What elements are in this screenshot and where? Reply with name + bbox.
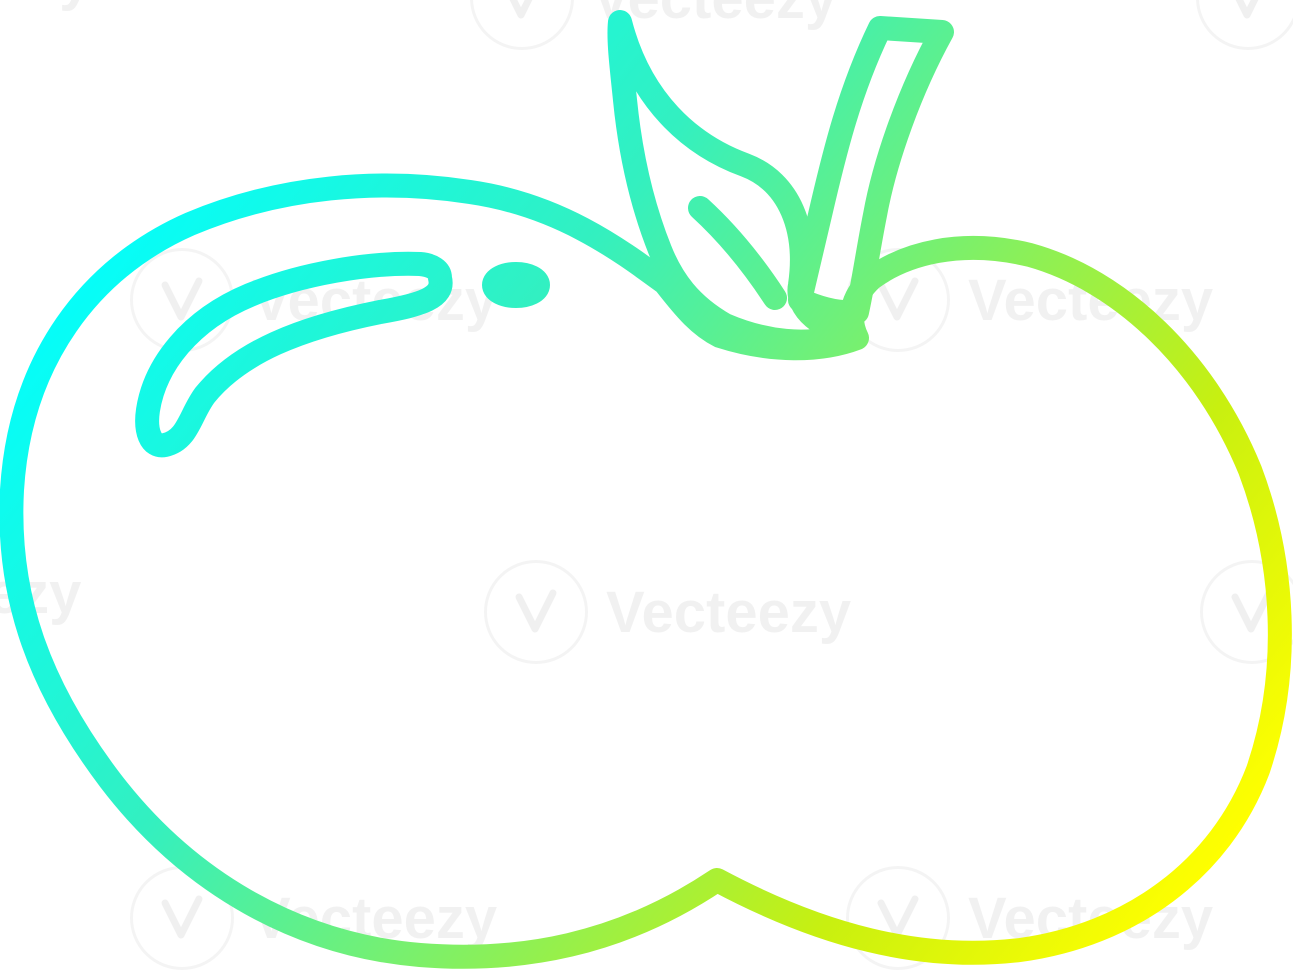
apple-leaf-vein: [688, 196, 787, 310]
apple-stem: [788, 16, 954, 325]
apple-highlight-dot: [482, 262, 550, 308]
apple-leaf: [607, 10, 860, 354]
apple-body-outline: [0, 173, 1292, 969]
apple-highlight: [135, 251, 453, 458]
